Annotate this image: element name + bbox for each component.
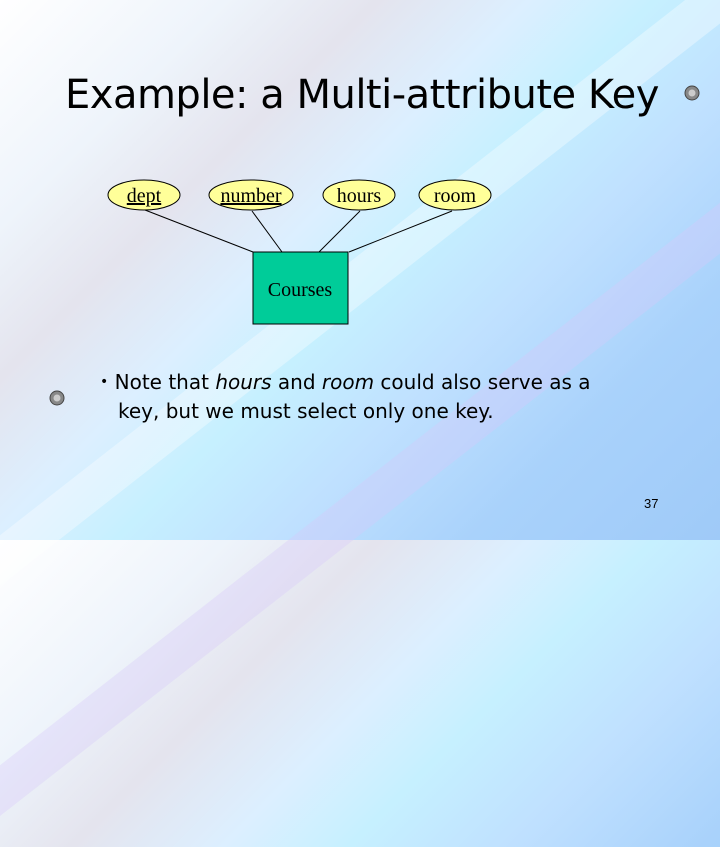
bullet-point: • Note that hours and room could also se… [100,368,660,426]
attribute-label: number [220,185,281,207]
page-number: 37 [644,496,659,511]
er-diagram: dept number hours room Courses [107,179,492,325]
attribute-label: room [434,185,477,207]
relationship-line [348,210,453,253]
attribute-label: hours [337,185,382,207]
entity-label: Courses [268,279,333,301]
speaker-icon[interactable] [683,84,701,102]
attribute-dept: dept [107,179,181,211]
attribute-room: room [418,179,492,211]
speaker-icon[interactable] [48,389,66,407]
bullet-emphasis: hours [215,370,272,394]
attribute-number: number [208,179,294,211]
bullet-text: and [271,370,322,394]
bullet-emphasis: room [321,370,375,394]
relationship-line [318,210,361,253]
slide-title: Example: a Multi-attribute Key [65,72,659,118]
relationship-line [144,209,254,253]
bullet-text: could also serve as a [374,370,591,394]
bullet-marker: • [100,374,109,390]
attribute-hours: hours [322,179,396,211]
attribute-label: dept [127,185,162,207]
relationship-line [251,210,283,253]
entity-courses: Courses [252,251,349,325]
bullet-text: Note that [114,370,216,394]
bullet-text-line2: key, but we must select only one key. [118,399,494,423]
